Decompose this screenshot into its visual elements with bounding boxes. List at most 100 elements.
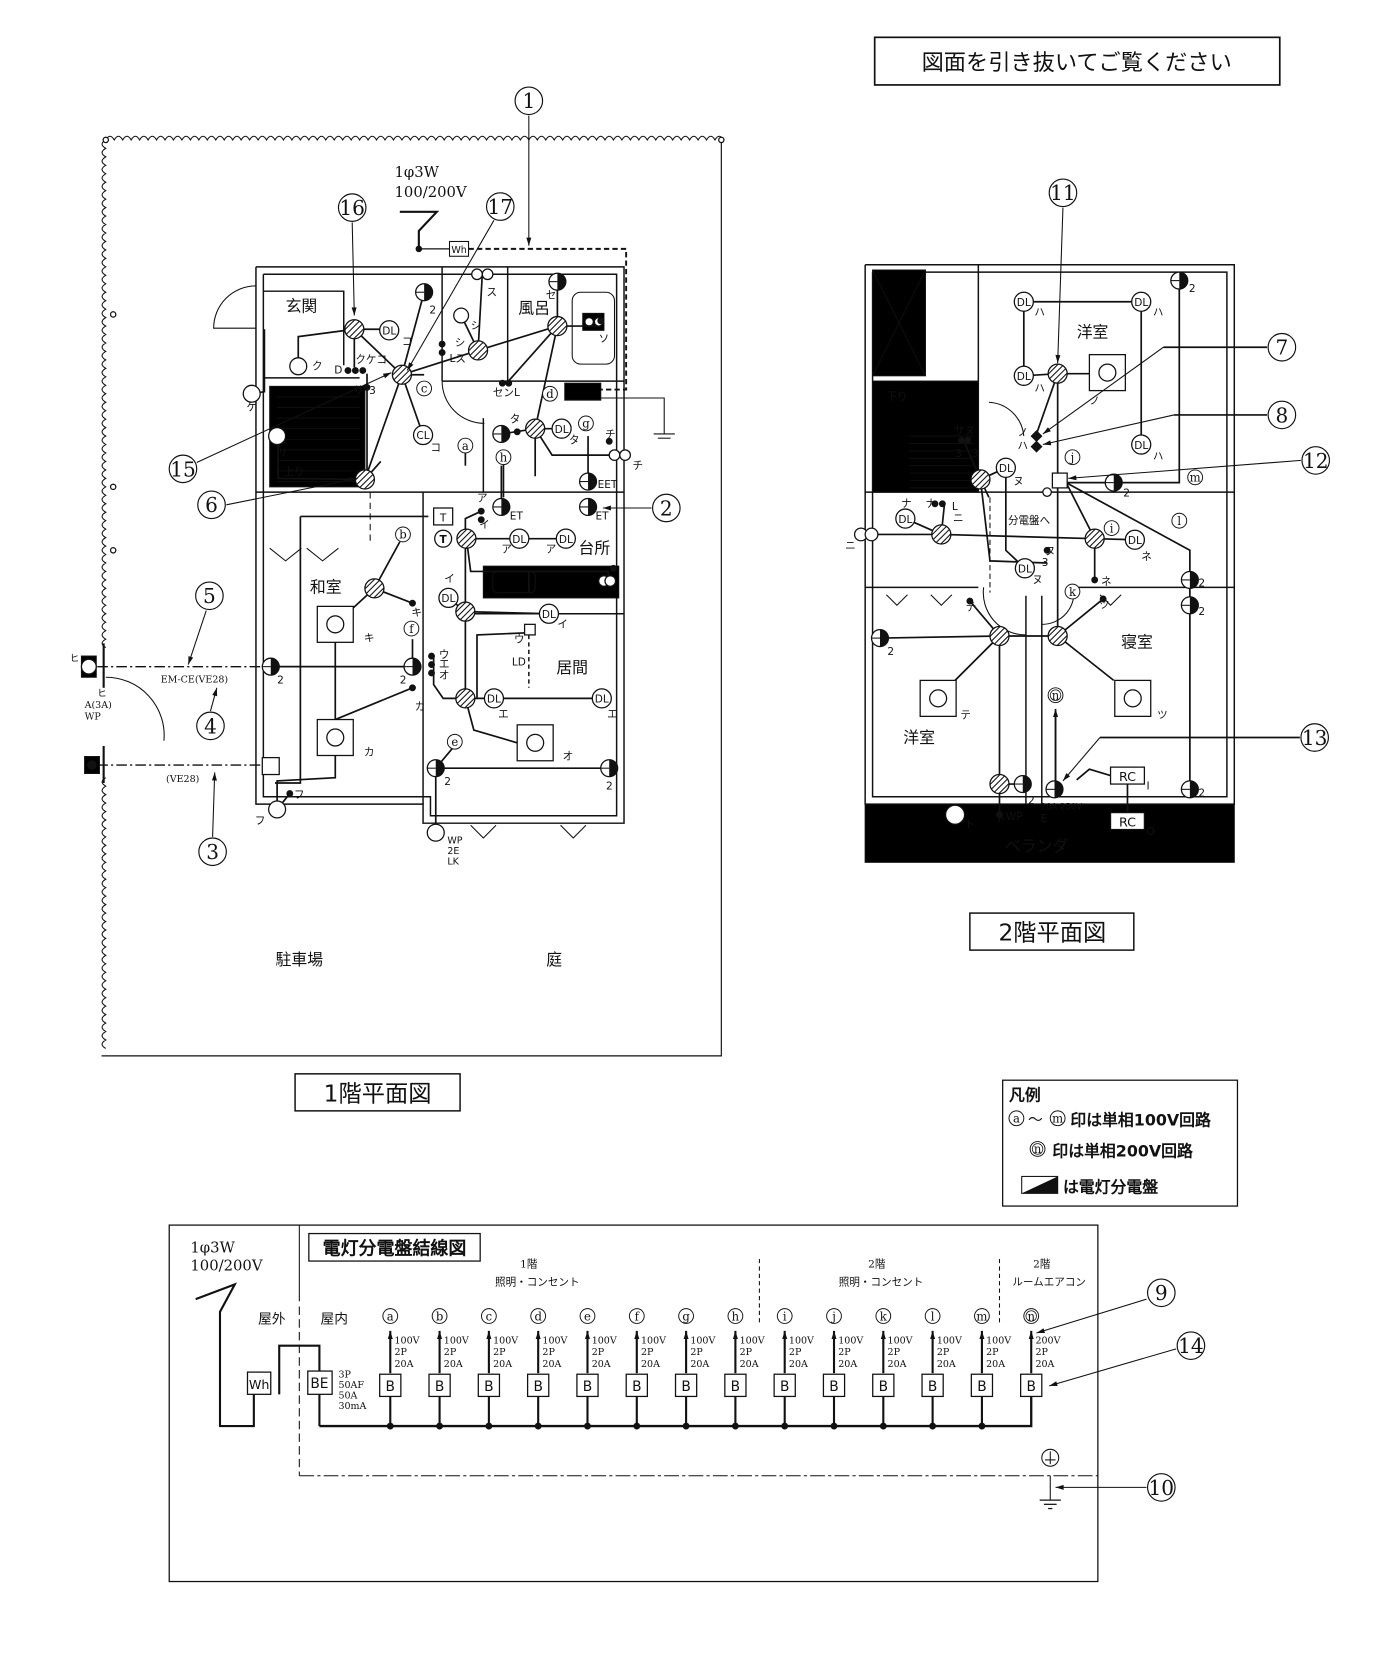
outlet-icon [1180, 780, 1199, 799]
junction-circle [456, 528, 477, 549]
junction-circle [989, 773, 1010, 795]
circuit-arrow-head [782, 1330, 788, 1339]
bus-junction-dot [929, 1422, 937, 1430]
downlight-icon: DL [995, 457, 1016, 478]
distribution-panel-box [564, 382, 602, 401]
downlight-label: DL [555, 424, 569, 436]
circuit-arrow-head [486, 1330, 492, 1339]
fixture-label: ハ [1153, 450, 1164, 462]
fixture-label: チ [632, 460, 643, 472]
fixture-label: テ [966, 602, 977, 614]
circuit-rating: 2P [690, 1347, 703, 1358]
hatch-line [373, 587, 385, 599]
circuit-mark: n [1023, 1308, 1040, 1324]
circuit-mark-circle [924, 1308, 941, 1324]
downlight-circle [591, 688, 612, 709]
outlet-icon [415, 283, 434, 302]
switch-dot-icon [597, 317, 605, 325]
fixture-label: 下り [886, 391, 907, 403]
wire [879, 635, 1000, 639]
group-use: 照明・コンセント [495, 1276, 580, 1288]
fixture-label: ス [487, 286, 498, 298]
chime-label: T [439, 513, 447, 525]
fixture-label: カ [415, 701, 426, 713]
hatch-line [457, 690, 471, 704]
circuit-mark: m [974, 1308, 990, 1324]
circuit-rating: 100V [789, 1336, 814, 1347]
wire [464, 698, 518, 744]
leader-13b-head [1062, 773, 1071, 781]
junction-circle [970, 469, 991, 490]
downlight-icon: DL [551, 418, 572, 439]
floor1-outer-wall [255, 266, 625, 824]
wire [276, 755, 337, 810]
service-drop-symbol [399, 210, 440, 249]
fixture-circle [929, 689, 948, 708]
downlight-label: CL [416, 430, 429, 442]
callout-text: 13 [1302, 726, 1328, 750]
circuit-mark: f [403, 620, 420, 637]
room-name: 庭 [546, 950, 562, 969]
hatch-line [940, 533, 951, 545]
circuit-rating: 100V [592, 1336, 617, 1347]
downlight-icon: DL [1014, 558, 1036, 579]
fixture-label: (VE28) [166, 774, 199, 785]
leader-14 [1049, 1348, 1177, 1387]
switch-dot-icon [428, 669, 435, 677]
circuit-mark: g [578, 415, 594, 432]
twin-outlet-left [471, 268, 483, 281]
switch-dot-icon [428, 652, 435, 660]
void-x [872, 269, 926, 376]
fixture-label: キ [364, 632, 375, 644]
fixture-label: ナ [901, 498, 912, 510]
circuit-arrow-head [880, 1330, 886, 1339]
branch-breaker-label: B [681, 1379, 690, 1395]
twin-outlet [864, 527, 879, 542]
circuit-rating: 100V [937, 1336, 962, 1347]
junction-circle [344, 319, 365, 340]
wire [364, 374, 403, 480]
fixture-label: イ [444, 573, 455, 585]
boundary-post [718, 136, 725, 144]
circuit-mark-letter: m [976, 1309, 987, 1323]
fixture-label: ヒ [97, 688, 107, 699]
circuit-arrow-head [387, 1330, 393, 1339]
branch-breaker-label: B [435, 1379, 444, 1395]
circuit-rating: 100V [888, 1336, 913, 1347]
fixture-label: 3 [955, 448, 962, 460]
outlet-icon [1045, 780, 1064, 799]
downlight-icon: DL [438, 587, 459, 609]
boundary-post [109, 547, 117, 554]
outlet-fill [609, 759, 618, 777]
circuit-mark-circle [678, 1308, 694, 1324]
ceiling-light-junction-icon [354, 469, 376, 490]
room-name: 駐車場 [276, 950, 324, 969]
circuit-mark-letter: n [1027, 1309, 1035, 1323]
circuit-mark: e [579, 1308, 596, 1324]
window-mark [306, 547, 339, 562]
panel-title-box [308, 1232, 481, 1262]
fixture-label: ヌ [1032, 574, 1043, 586]
legend-line3: は電灯分電盤 [1063, 1177, 1158, 1196]
leader-3-head [211, 772, 217, 781]
ceiling-light-junction-icon [1047, 625, 1068, 647]
circuit-rating: 2P [493, 1347, 506, 1358]
fixture-label: エ [439, 659, 450, 671]
circuit-mark-circle [579, 1308, 596, 1324]
downlight-label: DL [999, 463, 1013, 475]
leader-8b [1042, 414, 1175, 446]
switch-dot-icon [351, 367, 359, 374]
hatch-line [979, 478, 991, 490]
callout-text: 2 [660, 496, 673, 520]
ceiling-light-junction-icon [1084, 528, 1105, 549]
fixture-label: 3 [369, 385, 376, 397]
leader-16-head [351, 307, 357, 316]
circuit-arrow-head [584, 1330, 590, 1339]
fixture-label: ト [995, 813, 1006, 825]
circuit-mark-circle [457, 437, 474, 454]
switch-dot-icon [931, 500, 939, 508]
hatch-line [344, 319, 355, 330]
